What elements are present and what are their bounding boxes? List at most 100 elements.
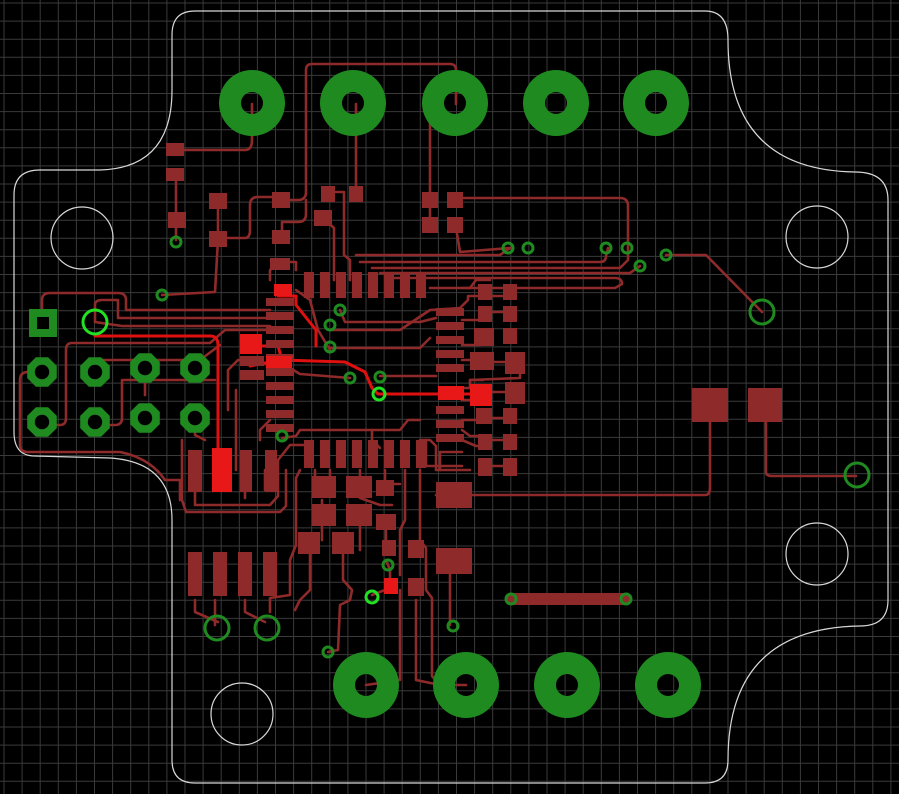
terminal-pad-bottom[interactable] xyxy=(635,652,701,718)
smd-pad-highlighted[interactable] xyxy=(384,578,398,594)
smd-pad[interactable] xyxy=(320,272,330,298)
smd-pad-highlighted[interactable] xyxy=(266,356,292,368)
smd-pad[interactable] xyxy=(266,340,294,348)
smd-pad[interactable] xyxy=(352,272,362,298)
smd-pad[interactable] xyxy=(266,312,294,320)
terminal-pad-top[interactable] xyxy=(219,70,285,136)
smd-pad[interactable] xyxy=(209,231,227,247)
smd-pad[interactable] xyxy=(474,328,494,346)
terminal-pad-top[interactable] xyxy=(422,70,488,136)
smd-pad-highlighted[interactable] xyxy=(274,284,292,296)
smd-pad[interactable] xyxy=(384,272,394,298)
terminal-pad-top[interactable] xyxy=(320,70,386,136)
smd-pad[interactable] xyxy=(346,476,372,498)
vias[interactable] xyxy=(155,235,673,659)
via-highlighted[interactable] xyxy=(364,589,380,605)
smd-pad[interactable] xyxy=(168,212,186,228)
smd-pad[interactable] xyxy=(436,364,464,372)
test-point-ring[interactable] xyxy=(253,614,281,642)
terminal-pad-bottom[interactable] xyxy=(534,652,600,718)
smd-pad[interactable] xyxy=(436,482,472,508)
smd-pad-highlighted[interactable] xyxy=(438,386,464,400)
smd-pad[interactable] xyxy=(368,272,378,298)
smd-pad[interactable] xyxy=(416,440,426,468)
smd-pad[interactable] xyxy=(400,272,410,298)
via[interactable] xyxy=(521,241,535,255)
smd-pad[interactable] xyxy=(408,540,424,558)
smd-pad[interactable] xyxy=(266,396,294,404)
smd-pad[interactable] xyxy=(336,272,346,298)
via[interactable] xyxy=(504,592,518,606)
smd-pad[interactable] xyxy=(436,406,464,414)
smd-pad[interactable] xyxy=(368,440,378,468)
smd-pad-highlighted[interactable] xyxy=(240,334,262,354)
header-pin-highlighted[interactable] xyxy=(81,308,109,336)
smd-pad[interactable] xyxy=(188,450,202,492)
smd-pad[interactable] xyxy=(422,217,438,233)
via[interactable] xyxy=(620,241,634,255)
smd-pad[interactable] xyxy=(263,552,277,596)
terminal-pad-top[interactable] xyxy=(623,70,689,136)
smd-pad[interactable] xyxy=(376,480,394,496)
via[interactable] xyxy=(446,619,460,633)
smd-pad[interactable] xyxy=(478,458,492,476)
smd-pad[interactable] xyxy=(478,306,492,322)
smd-pad[interactable] xyxy=(321,186,335,202)
smd-pad[interactable] xyxy=(349,186,363,202)
via[interactable] xyxy=(343,371,357,385)
smd-pad[interactable] xyxy=(304,272,314,298)
smd-pad[interactable] xyxy=(240,450,252,492)
smd-pad[interactable] xyxy=(503,306,517,322)
smd-pad[interactable] xyxy=(476,408,492,424)
smd-pad[interactable] xyxy=(408,578,424,596)
via[interactable] xyxy=(333,303,347,317)
smd-pad[interactable] xyxy=(470,352,494,370)
smd-pad[interactable] xyxy=(447,192,463,208)
smd-pad[interactable] xyxy=(166,168,184,181)
smd-pad[interactable] xyxy=(505,382,525,404)
smd-pad[interactable] xyxy=(416,272,426,298)
smd-pad[interactable] xyxy=(505,352,525,374)
through-hole-pads[interactable] xyxy=(27,70,871,718)
via[interactable] xyxy=(169,235,183,249)
smd-pad[interactable] xyxy=(312,504,336,526)
smd-pad[interactable] xyxy=(240,370,264,380)
smd-pad[interactable] xyxy=(436,420,464,428)
smd-pad[interactable] xyxy=(447,217,463,233)
via[interactable] xyxy=(373,370,387,384)
smd-pad[interactable] xyxy=(266,424,294,432)
via[interactable] xyxy=(659,248,673,262)
smd-pad[interactable] xyxy=(503,328,517,344)
terminal-pad-bottom[interactable] xyxy=(333,652,399,718)
smd-pad[interactable] xyxy=(436,336,464,344)
test-point-ring[interactable] xyxy=(843,461,871,489)
smd-pad[interactable] xyxy=(213,552,227,596)
smd-pad-highlighted[interactable] xyxy=(212,448,232,492)
via[interactable] xyxy=(275,429,289,443)
via[interactable] xyxy=(633,259,647,273)
smd-pad[interactable] xyxy=(478,284,492,300)
smd-pad[interactable] xyxy=(240,356,264,366)
smd-pad[interactable] xyxy=(188,552,202,596)
smd-pad[interactable] xyxy=(314,210,332,226)
smd-pad[interactable] xyxy=(376,514,396,530)
smd-pad[interactable] xyxy=(266,382,294,390)
smd-pad[interactable] xyxy=(312,476,336,498)
terminal-pad-top[interactable] xyxy=(523,70,589,136)
smd-pad[interactable] xyxy=(436,548,472,574)
terminal-pad-bottom[interactable] xyxy=(433,652,499,718)
via[interactable] xyxy=(381,558,395,572)
smd-pad[interactable] xyxy=(384,440,394,468)
smd-pad[interactable] xyxy=(748,388,782,422)
smd-pad[interactable] xyxy=(238,552,252,596)
smd-pad[interactable] xyxy=(266,326,294,334)
smd-pad[interactable] xyxy=(332,532,354,554)
via[interactable] xyxy=(323,340,337,354)
via-highlighted[interactable] xyxy=(371,386,387,402)
smd-pad[interactable] xyxy=(436,308,464,316)
smd-pad[interactable] xyxy=(298,532,320,554)
via[interactable] xyxy=(501,241,515,255)
via[interactable] xyxy=(619,592,633,606)
smd-pad[interactable] xyxy=(266,410,294,418)
